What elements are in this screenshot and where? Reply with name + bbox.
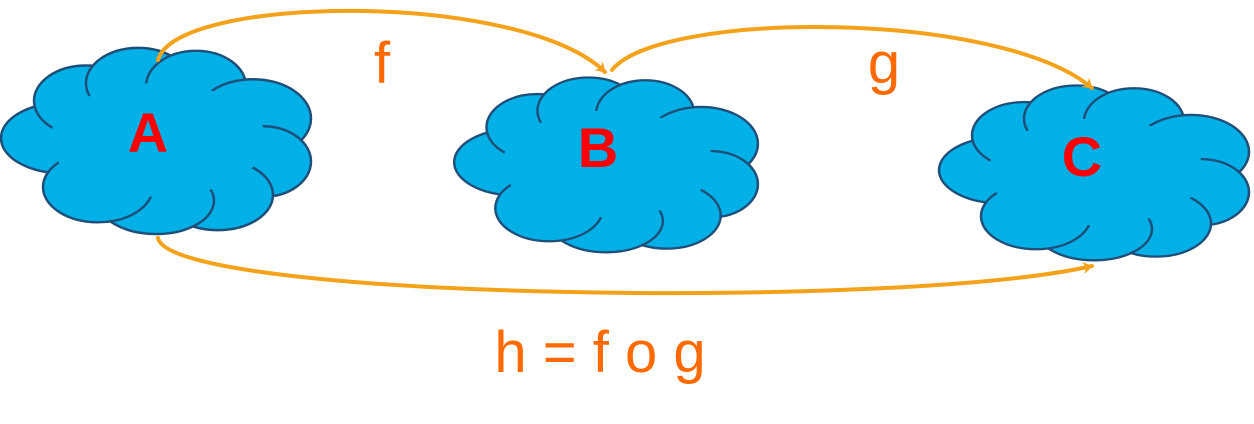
node-a-label: A [128,101,168,164]
edge-h-label: h = f o g [494,320,705,385]
node-c-label: C [1062,125,1102,188]
arrow-h-a-to-c [156,236,1094,296]
arrow-g-b-to-c [610,25,1094,90]
node-b-label: B [578,116,618,179]
arrow-f-a-to-b [156,8,607,74]
edge-f-label: f [374,31,391,96]
edge-g-label: g [868,31,900,96]
